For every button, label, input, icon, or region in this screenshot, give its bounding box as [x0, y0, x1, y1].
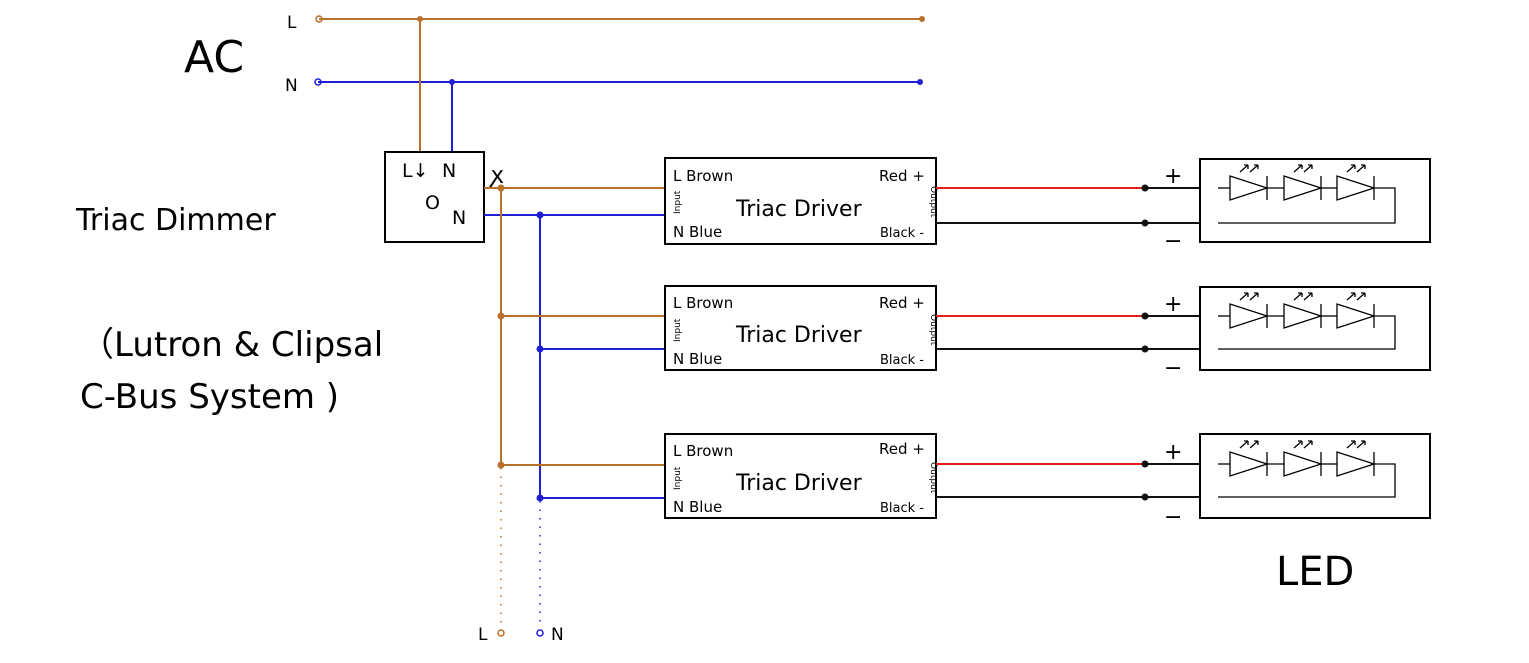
- neutral-junction-2: [536, 345, 544, 353]
- ac-neutral-terminal-left: [314, 78, 322, 86]
- minus-sign: −: [1164, 505, 1182, 530]
- led-module-box: [1199, 286, 1431, 371]
- led-module-box: [1199, 158, 1431, 243]
- bottom-n-label: N: [551, 625, 564, 645]
- driver-title: Triac Driver: [735, 323, 863, 348]
- ac-neutral-terminal-right: [917, 79, 923, 85]
- ac-live-terminal-left: [315, 15, 323, 23]
- driver-in-l-label: L Brown: [673, 167, 733, 185]
- ac-live-terminal-right: [919, 16, 925, 22]
- plus-sign: +: [1164, 164, 1182, 189]
- plus-sign: +: [1164, 440, 1182, 465]
- led-label: LED: [1276, 549, 1354, 595]
- triac-dimmer-box: [384, 151, 485, 243]
- dimmer-symbol: ꭗ: [487, 161, 504, 189]
- minus-sign: −: [1164, 356, 1182, 381]
- dimmer-l-label: L↓: [402, 160, 429, 182]
- driver-2: L Brown N Blue Triac Driver Red + Black …: [664, 285, 1431, 381]
- triac-dimmer-label: Triac Dimmer: [75, 203, 276, 238]
- driver-box: [664, 433, 937, 519]
- driver-3: L Brown N Blue Triac Driver Red + Black …: [664, 433, 1431, 530]
- dimmer-live-junction: [417, 16, 423, 22]
- dimmer-n-label: N: [442, 160, 456, 182]
- neutral-junction-3: [536, 494, 544, 502]
- driver-1: L Brown N Blue Triac Driver Red + Black …: [664, 157, 1431, 254]
- driver-output-tag: Output: [928, 186, 938, 218]
- led-module-box: [1199, 433, 1431, 519]
- driver-in-l-label: L Brown: [673, 294, 733, 312]
- led-string: [1218, 164, 1396, 224]
- ac-l-label: L: [287, 13, 297, 33]
- driver-in-n-label: N Blue: [673, 498, 722, 516]
- dimmed-live-junction-2: [497, 312, 505, 320]
- driver-out-pos-label: Red +: [879, 294, 925, 312]
- driver-out-neg-label: Black -: [880, 353, 924, 368]
- driver-box: [664, 285, 937, 371]
- dimmed-live-junction-3: [497, 461, 505, 469]
- minus-sign: −: [1164, 229, 1182, 254]
- driver-title: Triac Driver: [735, 471, 863, 496]
- driver-in-l-label: L Brown: [673, 442, 733, 460]
- driver-input-tag: Input: [673, 190, 683, 214]
- driver-output-tag: Output: [928, 314, 938, 346]
- driver-output-tag: Output: [928, 462, 938, 494]
- dimmed-live-junction-1: [497, 184, 505, 192]
- driver-out-pos-label: Red +: [879, 167, 925, 185]
- dimmer-neutral-junction: [449, 79, 455, 85]
- bottom-live-terminal: [497, 629, 505, 637]
- plus-sign: +: [1164, 292, 1182, 317]
- led-string: [1218, 292, 1396, 350]
- driver-input-tag: Input: [673, 466, 683, 490]
- bottom-neutral-terminal: [536, 629, 544, 637]
- driver-title: Triac Driver: [735, 197, 863, 222]
- bottom-l-label: L: [478, 625, 488, 645]
- driver-box: [664, 157, 937, 245]
- driver-in-n-label: N Blue: [673, 350, 722, 368]
- driver-input-tag: Input: [673, 318, 683, 342]
- driver-out-neg-label: Black -: [880, 226, 924, 241]
- system-label-line1: （Lutron & Clipsal: [80, 325, 383, 365]
- ac-n-label: N: [285, 76, 298, 96]
- system-label-line2: C-Bus System ): [80, 377, 339, 417]
- neutral-junction-1: [536, 211, 544, 219]
- dimmer-o-label: O: [425, 192, 440, 214]
- dimmer-out-n-label: N: [452, 207, 466, 229]
- led-string: [1218, 440, 1396, 498]
- driver-in-n-label: N Blue: [673, 223, 722, 241]
- driver-out-neg-label: Black -: [880, 501, 924, 516]
- driver-out-pos-label: Red +: [879, 440, 925, 458]
- ac-label: AC: [184, 32, 244, 83]
